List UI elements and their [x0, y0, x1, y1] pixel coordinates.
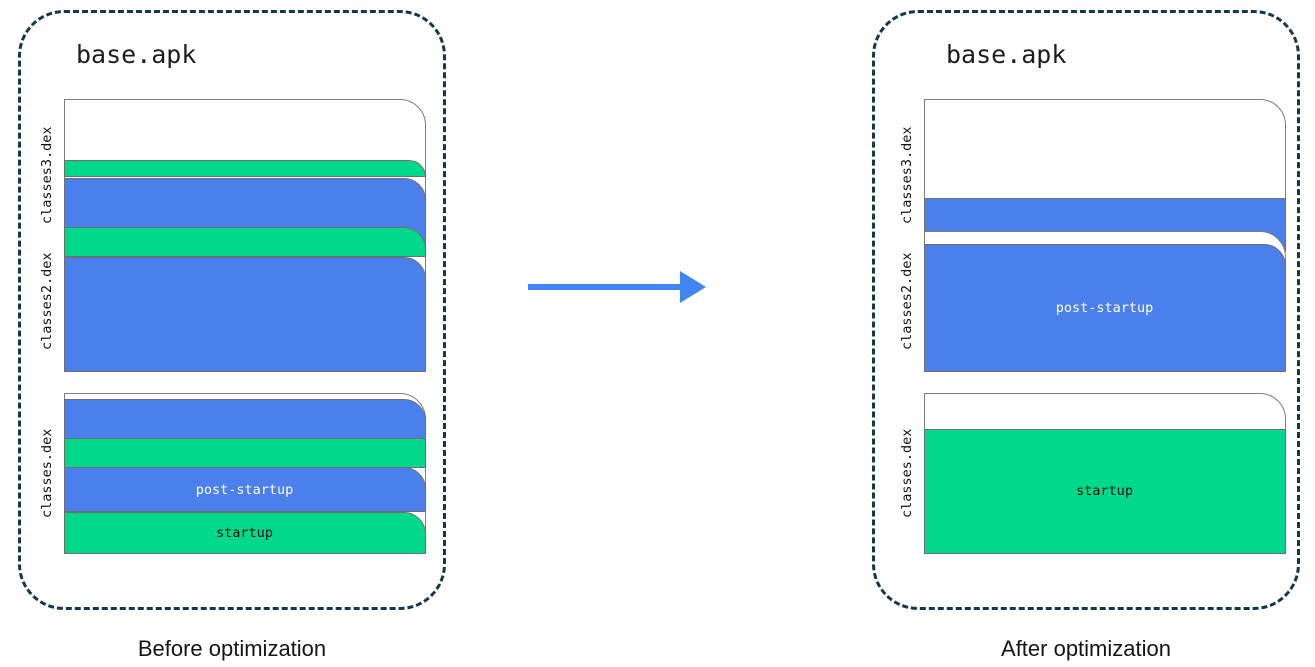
dex-group-classes-before: classes.dex post-startup startup [34, 393, 426, 554]
segment-post-startup-labeled: post-startup [63, 467, 426, 512]
dex-group-classes3-after: classes3.dex [894, 99, 1286, 252]
dex-label-classes2: classes2.dex [899, 252, 915, 350]
caption-before: Before optimization [137, 636, 327, 661]
dex-label-classes: classes.dex [899, 428, 915, 518]
dex-body-classes-after: startup [923, 393, 1286, 554]
dex-body-classes2-after: post-startup [923, 231, 1286, 372]
apk-container-after [872, 10, 1300, 610]
segment-post-startup-labeled: post-startup [923, 243, 1286, 372]
dex-group-classes-after: classes.dex startup [894, 393, 1286, 554]
segment-startup [63, 227, 426, 257]
segment-post-startup [63, 399, 426, 439]
transform-arrow [528, 268, 706, 306]
dex-label-classes2: classes2.dex [39, 252, 55, 350]
dex-label-classes3: classes3.dex [899, 126, 915, 224]
dex-body-classes-before: post-startup startup [63, 393, 426, 554]
arrow-head-icon [680, 271, 706, 303]
segment-startup [63, 160, 426, 177]
segment-startup-labeled: startup [63, 511, 426, 554]
apk-container-before [18, 10, 446, 610]
dex-body-classes3-after [923, 99, 1286, 252]
dex-group-classes2-before: classes2.dex [34, 227, 426, 372]
dex-group-classes2-after: classes2.dex post-startup [894, 231, 1286, 372]
arrow-shaft [528, 284, 680, 290]
dex-label-classes3: classes3.dex [39, 126, 55, 224]
apk-title-before: base.apk [76, 40, 197, 69]
dex-label-classes: classes.dex [39, 428, 55, 518]
apk-title-after: base.apk [946, 40, 1067, 69]
caption-after: After optimization [1001, 636, 1171, 661]
segment-post-startup [63, 256, 426, 372]
segment-startup-labeled: startup [923, 428, 1286, 554]
dex-body-classes2-before [63, 227, 426, 372]
segment-startup [63, 438, 426, 468]
